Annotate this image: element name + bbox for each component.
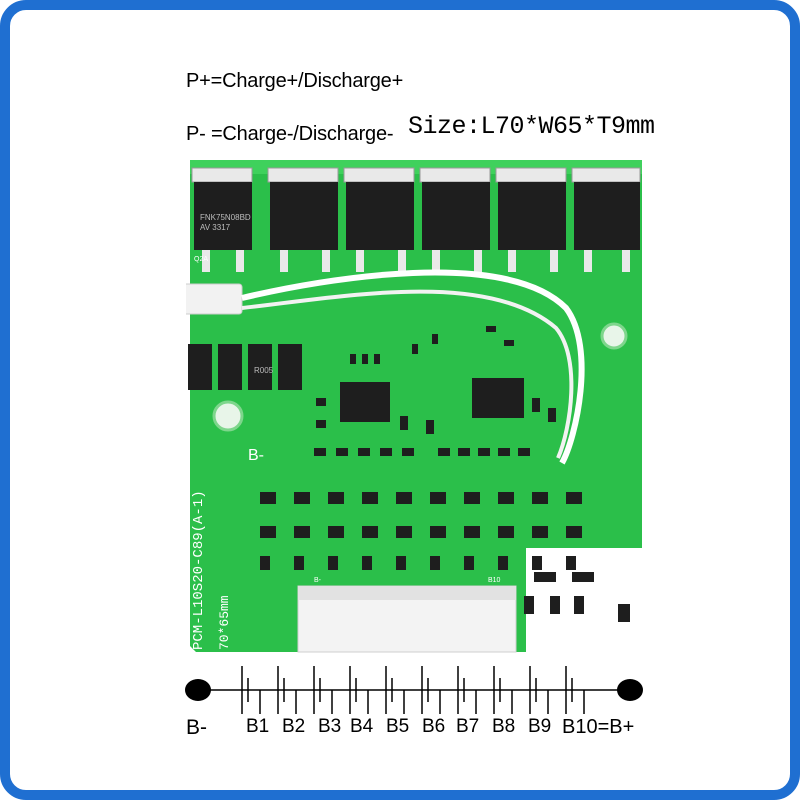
smd-components bbox=[314, 326, 556, 456]
mounting-hole-right bbox=[600, 322, 628, 350]
battery-label-b-minus: B- bbox=[186, 716, 207, 739]
white-wire bbox=[241, 269, 585, 465]
connector-pin-label: B10 bbox=[488, 577, 501, 584]
mosfet-row: FNK75N08BD AV 3317 Q2A bbox=[191, 167, 641, 272]
battery-schematic bbox=[185, 666, 643, 714]
shunt-resistors: R005 bbox=[188, 344, 302, 390]
battery-label-b1: B1 bbox=[246, 716, 270, 737]
pminus-label: P- =Charge-/Discharge- bbox=[186, 123, 394, 145]
tap-lines bbox=[259, 690, 585, 714]
battery-label-b8: B8 bbox=[492, 716, 516, 737]
battery-label-b6: B6 bbox=[422, 716, 446, 737]
board-dimension-silkscreen: 70*65mm bbox=[217, 595, 232, 650]
battery-label-b9: B9 bbox=[528, 716, 552, 737]
mosfet-marking-2: AV 3317 bbox=[200, 223, 231, 232]
board-model-silkscreen: PCM-L10S20-C89(A-1) bbox=[191, 490, 207, 650]
resistor-marking: R005 bbox=[254, 366, 274, 375]
battery-label-b10: B10=B+ bbox=[562, 716, 635, 738]
mosfet-ref: Q2A bbox=[194, 256, 208, 263]
mounting-hole-left bbox=[212, 400, 244, 432]
battery-cells bbox=[241, 666, 573, 714]
battery-label-b4: B4 bbox=[350, 716, 374, 737]
terminal-b-plus bbox=[617, 679, 643, 701]
mosfet-marking: FNK75N08BD bbox=[200, 213, 251, 222]
terminal-b-minus bbox=[185, 679, 211, 701]
lower-right-components bbox=[524, 572, 630, 622]
balance-transistor-grid bbox=[260, 492, 582, 570]
battery-label-b3: B3 bbox=[318, 716, 342, 737]
b-minus-pad: B- bbox=[248, 447, 264, 464]
battery-label-b7: B7 bbox=[456, 716, 480, 737]
pcb-board: FNK75N08BD AV 3317 Q2A R005 B- bbox=[186, 160, 642, 653]
wire-connector bbox=[186, 283, 243, 315]
ic-chip-1 bbox=[340, 382, 390, 422]
pplus-label: P+=Charge+/Discharge+ bbox=[186, 70, 404, 92]
balance-connector bbox=[297, 585, 517, 653]
battery-label-b2: B2 bbox=[282, 716, 306, 737]
ic-chip-2 bbox=[472, 378, 524, 418]
size-label: Size:L70*W65*T9mm bbox=[408, 112, 655, 141]
connector-pin-label: B- bbox=[314, 577, 322, 584]
battery-label-b5: B5 bbox=[386, 716, 410, 737]
